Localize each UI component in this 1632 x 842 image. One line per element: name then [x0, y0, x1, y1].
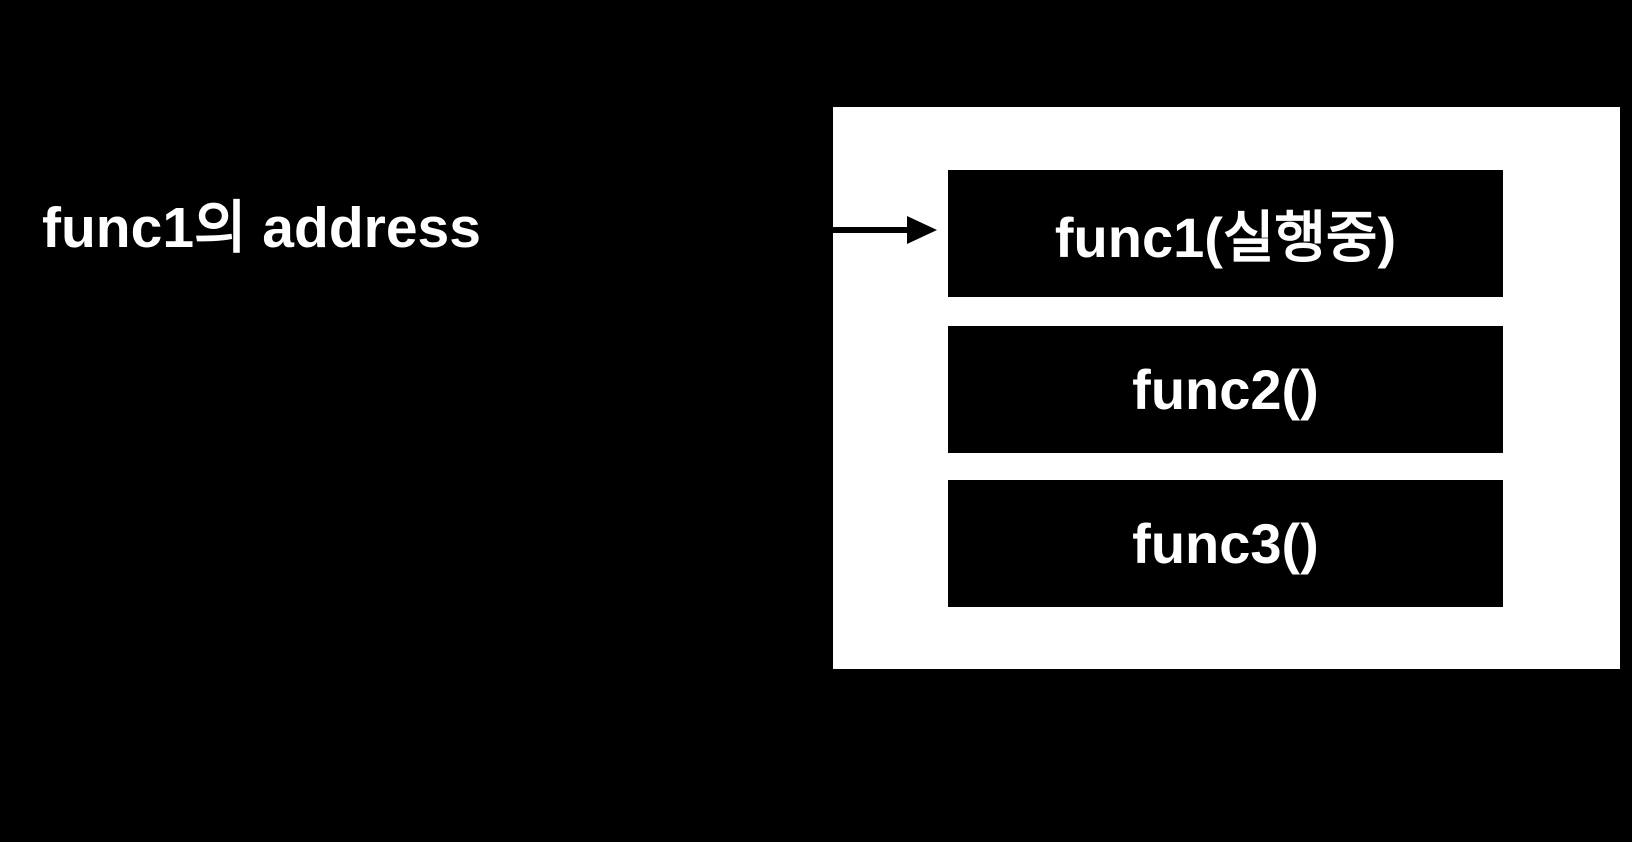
stack-frame-func2-label: func2() [1132, 358, 1319, 421]
pointer-arrow-icon [833, 216, 937, 244]
stack-frame-func1: func1(실행중) [948, 170, 1503, 297]
stack-frame-func3: func3() [948, 480, 1503, 607]
stack-frame-func3-label: func3() [1132, 512, 1319, 575]
call-stack-panel: func1(실행중) func2() func3() [833, 107, 1620, 669]
stack-frame-func2: func2() [948, 326, 1503, 453]
address-label: func1의 address [42, 196, 481, 260]
stack-frame-func1-label: func1(실행중) [1054, 206, 1397, 269]
